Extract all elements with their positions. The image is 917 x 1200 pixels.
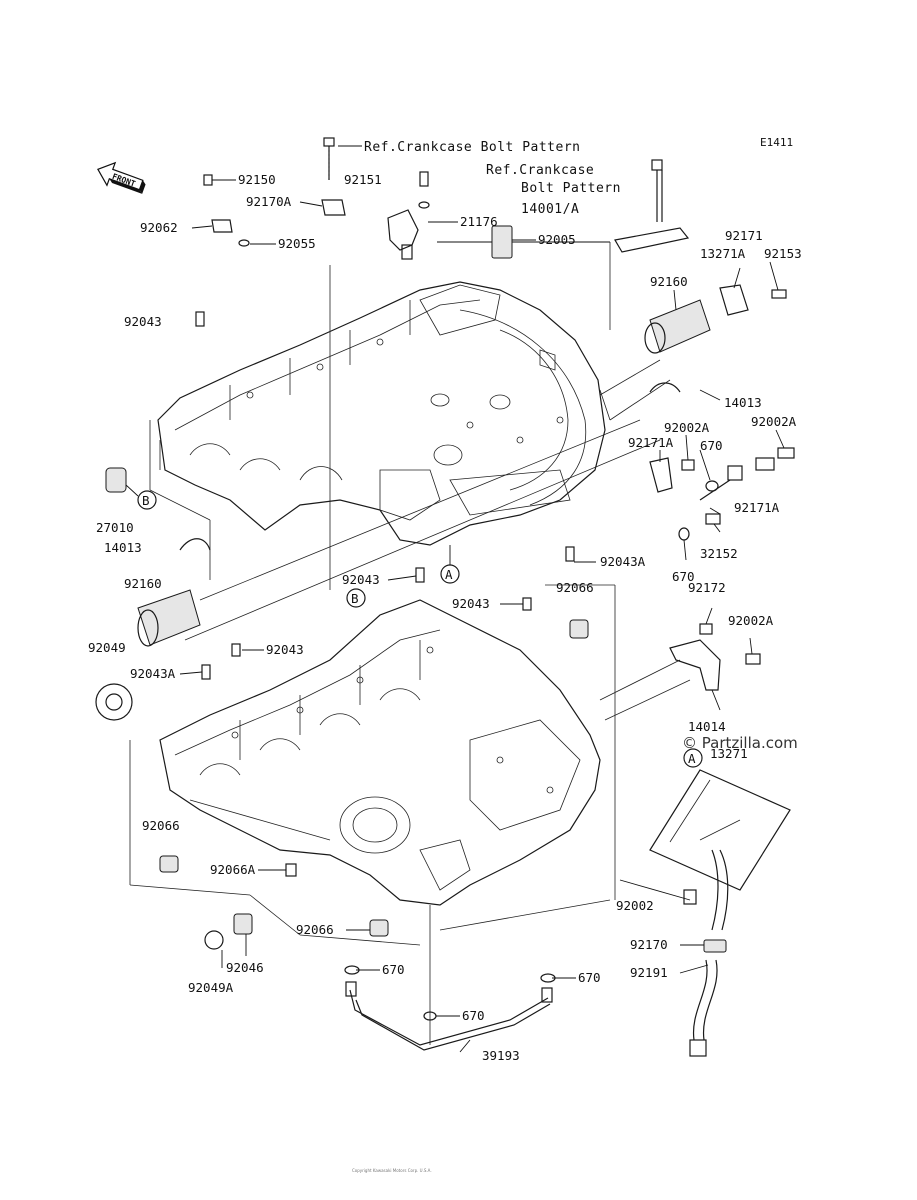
part-label: 92046 xyxy=(226,960,264,975)
part-label: 670 xyxy=(382,962,405,977)
ref2-line2: Bolt Pattern xyxy=(521,181,621,196)
part-label: 92160 xyxy=(650,274,688,289)
part-label: 13271A xyxy=(700,246,746,261)
part-label: 670 xyxy=(578,970,601,985)
part-label: 670 xyxy=(462,1008,485,1023)
part-label: 92172 xyxy=(688,580,726,595)
part-label: 92170 xyxy=(630,937,668,952)
part-label: 92002A xyxy=(751,414,797,429)
leader-lines xyxy=(125,179,785,1053)
front-arrow-icon: FRONT xyxy=(97,161,146,194)
svg-text:B: B xyxy=(142,493,150,508)
part-label: 670 xyxy=(672,569,695,584)
diagram-code: E1411 xyxy=(760,136,793,149)
part-label: 92043A xyxy=(600,554,646,569)
part-label: 14014 xyxy=(688,719,726,734)
part-label: 92171A xyxy=(628,435,674,450)
ref2-line3: 14001/A xyxy=(521,202,579,217)
part-label: 92066 xyxy=(142,818,180,833)
part-label: 92049A xyxy=(188,980,234,995)
part-label: 92043A xyxy=(130,666,176,681)
part-label: 92002A xyxy=(664,420,710,435)
part-label: 92043 xyxy=(452,596,490,611)
part-label: 92150 xyxy=(238,172,276,187)
part-label: 92002A xyxy=(728,613,774,628)
part-label: 27010 xyxy=(96,520,134,535)
callout-a-upper: A xyxy=(440,545,460,584)
part-label: 13271 xyxy=(710,746,748,761)
small-parts xyxy=(95,137,795,1057)
part-label: 92170A xyxy=(246,194,292,209)
callout-a-lower: A xyxy=(683,748,703,768)
part-label: 92066 xyxy=(296,922,334,937)
svg-text:B: B xyxy=(351,591,359,606)
footer-copyright: Copyright Kawasaki Motors Corp. U.S.A. xyxy=(352,1168,432,1173)
part-label: 32152 xyxy=(700,546,738,561)
part-label: 92191 xyxy=(630,965,668,980)
part-label: 92066A xyxy=(210,862,256,877)
part-label: 14013 xyxy=(104,540,142,555)
part-label: 92005 xyxy=(538,232,576,247)
part-label: 92171 xyxy=(725,228,763,243)
part-label: 92049 xyxy=(88,640,126,655)
part-label: 92043 xyxy=(124,314,162,329)
part-label: 14013 xyxy=(724,395,762,410)
watermark: © Partzilla.com xyxy=(682,734,798,752)
part-label: 92043 xyxy=(266,642,304,657)
part-label: 92066 xyxy=(556,580,594,595)
part-label: 92002 xyxy=(616,898,654,913)
part-labels: 92150 92151 92170A 92062 92055 21176 920… xyxy=(88,172,802,1063)
lower-crankcase xyxy=(159,599,601,906)
ref-crankcase-bolt-pattern: Ref.Crankcase Bolt Pattern xyxy=(364,140,581,155)
frame-lines xyxy=(129,242,691,1045)
part-label: 92153 xyxy=(764,246,802,261)
part-label: 92055 xyxy=(278,236,316,251)
svg-text:A: A xyxy=(688,751,696,766)
part-label: 92062 xyxy=(140,220,178,235)
part-label: 92043 xyxy=(342,572,380,587)
part-label: 39193 xyxy=(482,1048,520,1063)
upper-crankcase xyxy=(157,281,611,546)
part-label: 670 xyxy=(700,438,723,453)
part-label: 21176 xyxy=(460,214,498,229)
part-label: 92160 xyxy=(124,576,162,591)
part-label: 92151 xyxy=(344,172,382,187)
callout-b-upper: B xyxy=(137,490,157,510)
callout-b-lower: B xyxy=(346,588,366,608)
ref2-line1: Ref.Crankcase xyxy=(486,163,594,178)
part-label: 92171A xyxy=(734,500,780,515)
svg-text:A: A xyxy=(445,567,453,582)
